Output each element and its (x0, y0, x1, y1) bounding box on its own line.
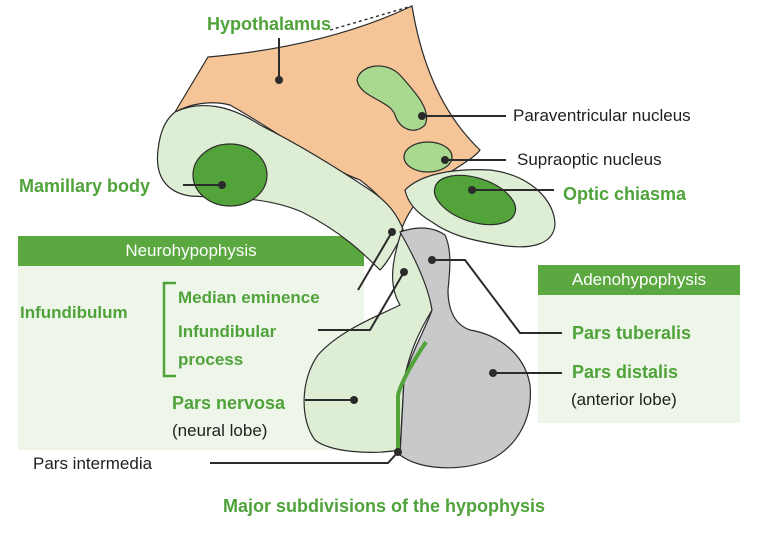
dot-mamillary (218, 181, 226, 189)
label-infundibulum: Infundibulum (20, 303, 128, 322)
supraoptic-nucleus (403, 141, 453, 173)
optic-chiasma-shape (433, 174, 517, 226)
infundibulum-bracket (162, 281, 176, 378)
dot-pars-tuberalis (428, 256, 436, 264)
label-pars-nervosa: Pars nervosa (172, 393, 286, 413)
adenohypophysis-header: Adenohypophysis (538, 265, 740, 295)
paraventricular-nucleus (356, 65, 428, 131)
leader-pars-intermedia (210, 451, 399, 464)
leader-dots (218, 76, 497, 456)
label-pars-distalis: Pars distalis (572, 362, 679, 382)
adenohypophysis-region (399, 227, 532, 469)
dot-pars-distalis (489, 369, 497, 377)
label-infundibular-process-line1: Infundibular (178, 322, 277, 341)
leader-infundibular-process (318, 271, 405, 331)
adenohypophysis-panel (538, 295, 740, 423)
dot-optic-chiasma (468, 186, 476, 194)
dot-paraventricular (418, 112, 426, 120)
dot-hypothalamus (275, 76, 283, 84)
leader-pars-tuberalis (432, 259, 562, 334)
pars-intermedia-line (396, 340, 428, 452)
leader-lines (183, 38, 562, 464)
label-median-eminence: Median eminence (178, 288, 320, 307)
dot-pars-nervosa (350, 396, 358, 404)
dot-pars-intermedia (394, 448, 402, 456)
diagram-caption: Major subdivisions of the hypophysis (222, 496, 546, 516)
label-paraventricular-nucleus: Paraventricular nucleus (513, 106, 691, 125)
label-pars-distalis-sub: (anterior lobe) (571, 390, 677, 409)
neurohypophysis-header: Neurohypophysis (18, 236, 364, 266)
label-mamillary-body: Mamillary body (19, 176, 151, 196)
dot-median-eminence (388, 228, 396, 236)
dot-infundibular-process (400, 268, 408, 276)
label-hypothalamus: Hypothalamus (207, 14, 332, 34)
label-pars-nervosa-sub: (neural lobe) (172, 421, 268, 440)
leader-median-eminence (357, 231, 393, 291)
dot-supraoptic (441, 156, 449, 164)
mamillary-body-shape (192, 143, 268, 207)
label-infundibular-process-line2: process (178, 350, 244, 369)
label-pars-intermedia: Pars intermedia (33, 454, 153, 473)
label-supraoptic-nucleus: Supraoptic nucleus (517, 150, 662, 169)
hypothalamus-dashed-edge (329, 5, 413, 31)
label-pars-tuberalis: Pars tuberalis (572, 323, 692, 343)
label-optic-chiasma: Optic chiasma (563, 184, 687, 204)
